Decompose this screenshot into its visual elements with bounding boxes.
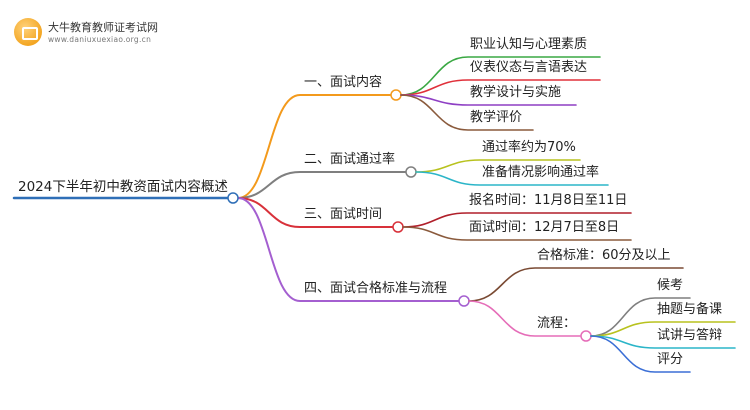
leaf-edge-2-1 <box>415 159 581 173</box>
process-edge-4 <box>590 335 691 373</box>
branch-label-4: 四、面试合格标准与流程 <box>304 281 448 296</box>
leaf-label-3-1: 报名时间：11月8日至11日 <box>469 193 628 208</box>
leaf-label-1-1: 职业认知与心理素质 <box>470 37 588 52</box>
branch-node-1[interactable] <box>390 89 402 101</box>
process-step-label-2: 抽题与备课 <box>657 302 723 317</box>
leaf-label-1-3: 教学设计与实施 <box>470 85 562 100</box>
book-icon <box>14 18 42 46</box>
process-step-label-3: 试讲与答辩 <box>657 328 723 343</box>
leaf-label-4-2: 流程： <box>537 316 577 331</box>
process-step-label-4: 评分 <box>657 352 684 367</box>
leaf-label-2-1: 通过率约为70% <box>482 140 576 155</box>
process-edge-2 <box>590 321 736 337</box>
branch-edge-1 <box>237 94 392 199</box>
process-node[interactable] <box>580 330 592 342</box>
leaf-label-1-4: 教学评价 <box>470 110 523 125</box>
logo-title: 大牛教育教师证考试网 <box>48 21 158 34</box>
branch-node-4[interactable] <box>458 295 470 307</box>
process-edge-1 <box>590 297 691 337</box>
leaf-edge-1-1 <box>400 56 601 96</box>
leaf-label-2-2: 准备情况影响通过率 <box>482 165 600 180</box>
leaf-edge-1-4 <box>400 94 534 131</box>
leaf-edge-4-1 <box>468 267 684 302</box>
logo-subtitle: www.daniuxuexiao.org.cn <box>48 35 152 44</box>
leaf-edge-2-2 <box>415 171 609 186</box>
process-edge-3 <box>590 335 736 349</box>
branch-label-3: 三、面试时间 <box>304 207 383 222</box>
root-node-label: 2024下半年初中教资面试内容概述 <box>18 179 228 195</box>
leaf-edge-3-1 <box>402 212 632 228</box>
leaf-edge-1-2 <box>400 79 601 96</box>
branch-edge-3 <box>237 197 394 228</box>
branch-label-2: 二、面试通过率 <box>304 152 396 167</box>
branch-node-3[interactable] <box>392 221 404 233</box>
branch-node-2[interactable] <box>405 166 417 178</box>
branch-edge-2 <box>237 171 407 199</box>
leaf-label-4-1: 合格标准：60分及以上 <box>537 248 671 263</box>
leaf-edge-4-2 <box>468 300 581 337</box>
branch-label-1: 一、面试内容 <box>304 75 383 90</box>
site-logo[interactable]: 大牛教育教师证考试网 www.daniuxuexiao.org.cn <box>14 18 164 48</box>
leaf-edge-3-2 <box>402 226 632 241</box>
root-node[interactable] <box>227 192 239 204</box>
leaf-label-3-2: 面试时间：12月7日至8日 <box>469 220 620 235</box>
branch-edge-4 <box>237 197 460 302</box>
process-step-label-1: 候考 <box>657 278 684 293</box>
leaf-label-1-2: 仪表仪态与言语表达 <box>470 60 588 75</box>
leaf-edge-1-3 <box>400 94 577 106</box>
